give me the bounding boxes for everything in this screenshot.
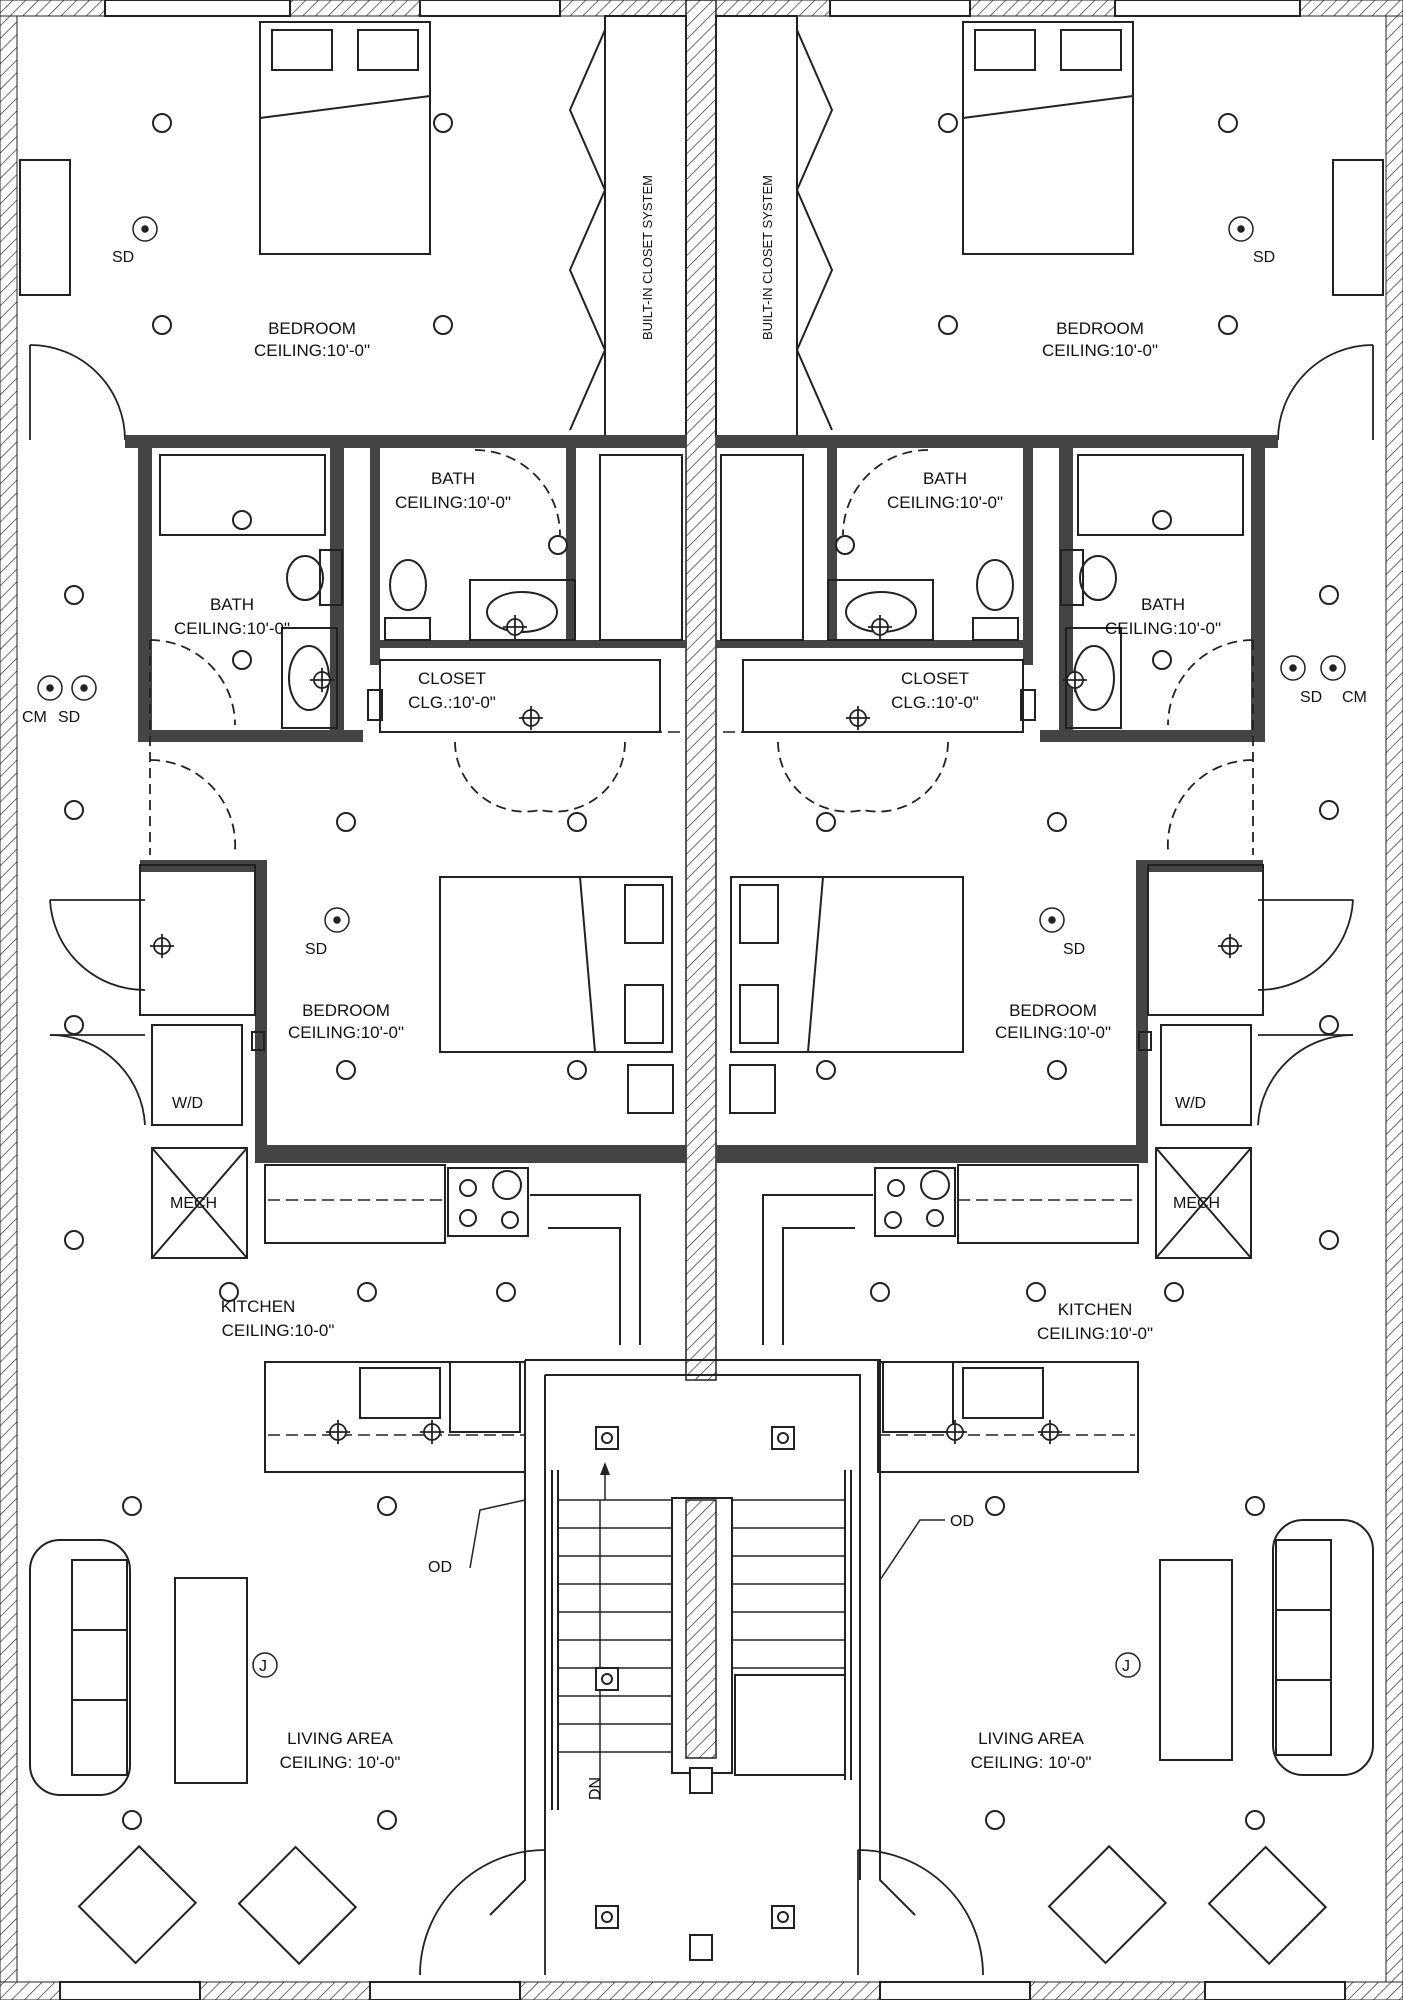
room-name-bedroom-top-left: BEDROOM (268, 319, 356, 338)
closet-system-label-right: BUILT-IN CLOSET SYSTEM (760, 175, 775, 340)
room-name-living-left: LIVING AREA (287, 1729, 393, 1748)
room-name-kitchen-left: KITCHEN (221, 1297, 296, 1316)
room-name-bath-left-b: BATH (210, 595, 254, 614)
label-wd-right: W/D (1175, 1095, 1206, 1112)
room-name-closet-right: CLOSET (901, 669, 969, 688)
label-sd-mid-right: SD (1063, 941, 1085, 958)
label-sd-side-left: SD (58, 709, 80, 726)
room-name-bath-left-a: BATH (431, 469, 475, 488)
room-name-closet-left: CLOSET (418, 669, 486, 688)
label-sd-top-right: SD (1253, 249, 1275, 266)
label-j-right: J (1122, 1658, 1130, 1675)
room-name-kitchen-right: KITCHEN (1058, 1300, 1133, 1319)
room-ceiling-bath-left-a: CEILING:10'-0" (395, 493, 511, 512)
smoke-detectors (37, 216, 1346, 933)
utility-right (1138, 864, 1264, 1259)
bed-top-right (962, 21, 1134, 255)
label-od-right: OD (950, 1513, 974, 1530)
lounge-chairs (77, 1844, 1328, 1966)
interior-walls-left (125, 435, 687, 1163)
room-ceiling-bedroom-top-left: CEILING:10'-0" (254, 341, 370, 360)
stair-treads (558, 1499, 845, 1800)
wall-fixtures (150, 615, 1242, 1444)
bath-fixtures-right (720, 454, 1244, 733)
closet-systems (568, 15, 834, 437)
kitchen-left-counters (264, 1164, 641, 1473)
label-od-left: OD (428, 1559, 452, 1576)
room-name-bedroom-mid-left: BEDROOM (302, 1001, 390, 1020)
label-mech-left: MECH (170, 1195, 217, 1212)
stair-core (489, 1359, 916, 1916)
bed-top-left (259, 21, 431, 255)
room-name-bedroom-top-right: BEDROOM (1056, 319, 1144, 338)
bed-mid-left (439, 876, 674, 1114)
room-ceiling-living-right: CEILING: 10'-0" (971, 1753, 1092, 1772)
label-sd-side-right: SD (1300, 689, 1322, 706)
room-name-bath-right-b: BATH (1141, 595, 1185, 614)
room-name-living-right: LIVING AREA (978, 1729, 1084, 1748)
room-ceiling-bedroom-top-right: CEILING:10'-0" (1042, 341, 1158, 360)
room-ceiling-bedroom-mid-left: CEILING:10'-0" (288, 1023, 404, 1042)
room-ceiling-bath-right-a: CEILING:10'-0" (887, 493, 1003, 512)
stair-lights (595, 1426, 795, 1929)
label-dn: DN (587, 1777, 604, 1800)
room-ceiling-living-left: CEILING: 10'-0" (280, 1753, 401, 1772)
label-mech-right: MECH (1173, 1195, 1220, 1212)
room-ceiling-closet-right: CLG.:10'-0" (891, 693, 979, 712)
utility-left (139, 864, 265, 1259)
sofa-left (29, 1539, 248, 1796)
sofa-right (1159, 1519, 1374, 1776)
bed-mid-right (729, 876, 964, 1114)
label-cm-right: CM (1342, 689, 1367, 706)
room-ceiling-bedroom-mid-right: CEILING:10'-0" (995, 1023, 1111, 1042)
room-ceiling-kitchen-right: CEILING:10'-0" (1037, 1324, 1153, 1343)
room-name-bedroom-mid-right: BEDROOM (1009, 1001, 1097, 1020)
label-cm-left: CM (22, 709, 47, 726)
recessed-lights (64, 113, 1339, 1830)
closet-system-label-left: BUILT-IN CLOSET SYSTEM (640, 175, 655, 340)
label-wd-left: W/D (172, 1095, 203, 1112)
label-sd-mid-left: SD (305, 941, 327, 958)
interior-walls-right (716, 435, 1278, 1163)
room-ceiling-bath-left-b: CEILING:10'-0" (174, 619, 290, 638)
label-j-left: J (259, 1658, 267, 1675)
label-sd-top-left: SD (112, 249, 134, 266)
kitchen-right-counters (762, 1164, 1139, 1473)
room-name-bath-right-a: BATH (923, 469, 967, 488)
room-ceiling-bath-right-b: CEILING:10'-0" (1105, 619, 1221, 638)
room-ceiling-kitchen-left: CEILING:10-0" (222, 1321, 335, 1340)
room-ceiling-closet-left: CLG.:10'-0" (408, 693, 496, 712)
